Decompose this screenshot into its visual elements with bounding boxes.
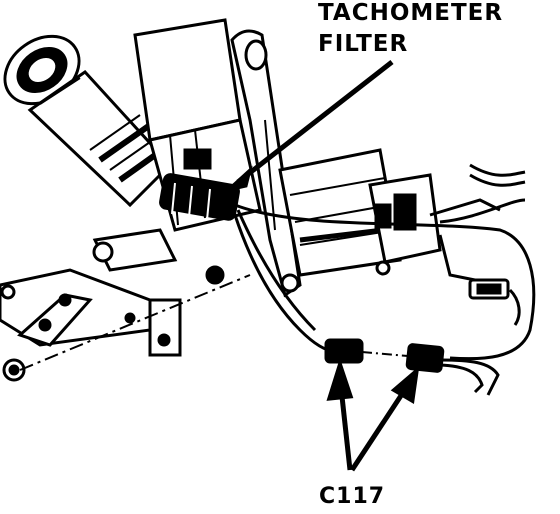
motor-unit (278, 148, 442, 277)
tachometer-label-line2: FILTER (318, 31, 409, 57)
column-tube (3, 34, 173, 208)
lower-bracket (0, 228, 225, 382)
c117-leaders (326, 357, 420, 472)
tachometer-filter-leader (222, 60, 394, 193)
c117-connector (324, 338, 445, 373)
tachometer-filter (159, 173, 240, 221)
tachometer-label-line1: TACHOMETER (318, 0, 504, 26)
connector-label: C117 (319, 484, 386, 509)
terminal-connector (468, 278, 510, 300)
wiring-harness (233, 163, 536, 396)
